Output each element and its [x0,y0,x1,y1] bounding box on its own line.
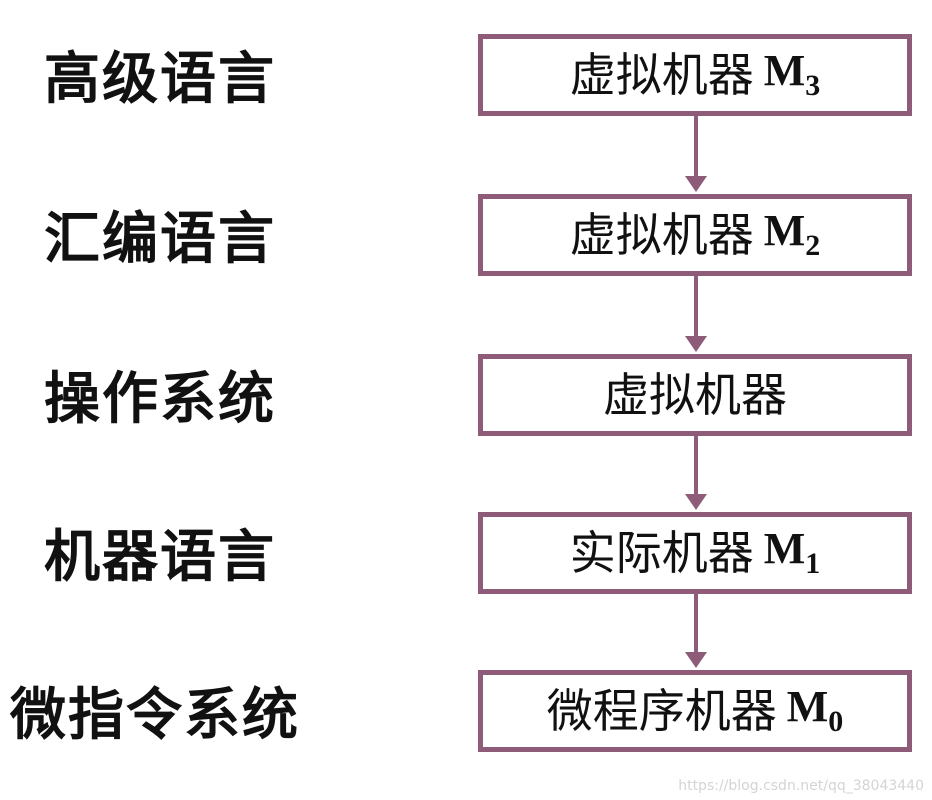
machine-box-label: 虚拟机器 [603,368,787,422]
machine-symbol: M2 [763,206,821,262]
level-label-microinstruction-system: 微指令系统 [10,683,300,748]
arrow-head-m2-to-os [685,336,707,352]
arrow-head-m3-to-m2 [685,176,707,192]
arrow-head-os-to-m1 [685,494,707,510]
arrow-shaft-m3-to-m2 [694,116,698,178]
arrow-head-m1-to-m0 [685,652,707,668]
arrow-shaft-m2-to-os [694,276,698,338]
arrow-shaft-m1-to-m0 [694,594,698,654]
machine-box-label: 虚拟机器 [569,48,754,102]
level-label-assembly-language: 汇编语言 [44,207,276,272]
machine-box-m3: 虚拟机器 M3 [478,34,912,116]
machine-box-os: 虚拟机器 [478,354,912,436]
machine-box-label: 虚拟机器 [569,208,754,262]
level-label-machine-language: 机器语言 [44,525,276,590]
machine-box-m1: 实际机器 M1 [478,512,912,594]
level-label-high-level-language: 高级语言 [44,47,276,112]
machine-symbol: M1 [763,524,821,580]
machine-symbol: M0 [786,682,844,738]
machine-box-label: 微程序机器 [546,684,777,738]
machine-box-m0: 微程序机器 M0 [478,670,912,752]
watermark-text: https://blog.csdn.net/qq_38043440 [678,778,924,794]
machine-box-label: 实际机器 [569,526,754,580]
arrow-shaft-os-to-m1 [694,436,698,496]
machine-symbol: M3 [763,46,821,102]
level-label-operating-system: 操作系统 [44,367,276,432]
machine-box-m2: 虚拟机器 M2 [478,194,912,276]
